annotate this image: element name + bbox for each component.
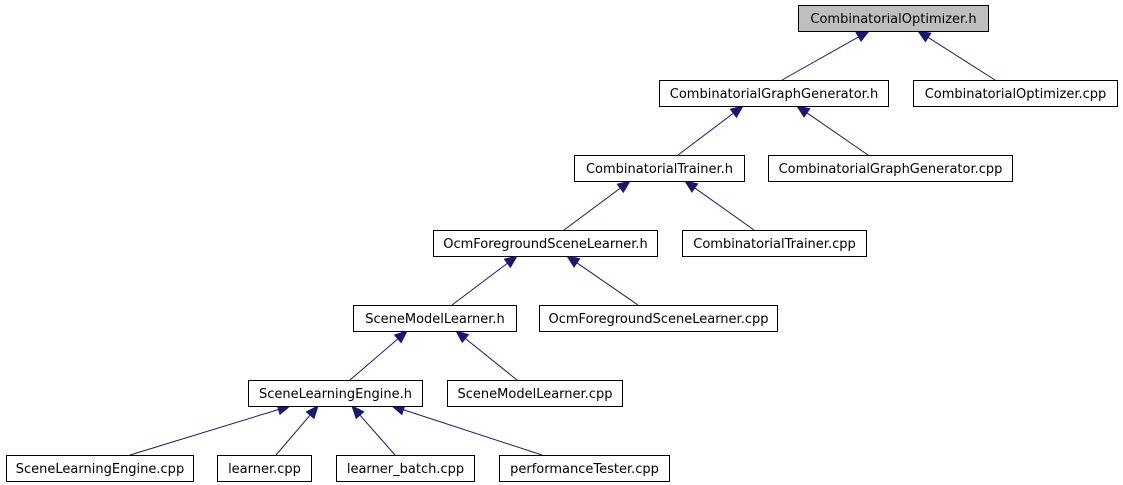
edge-arrowhead bbox=[565, 255, 581, 268]
edge-line bbox=[677, 112, 734, 156]
edge-arrowhead bbox=[454, 330, 470, 344]
edge-arrowhead bbox=[855, 30, 871, 43]
node-combinatorialgraphgenerator-h[interactable]: CombinatorialGraphGenerator.h bbox=[659, 80, 889, 107]
edge-line bbox=[694, 187, 755, 231]
node-combinatorialtrainer-cpp[interactable]: CombinatorialTrainer.cpp bbox=[682, 230, 867, 257]
node-label: OcmForegroundSceneLearner.cpp bbox=[549, 312, 769, 327]
edge-arrowhead bbox=[305, 405, 319, 420]
node-combinatorialoptimizer-cpp[interactable]: CombinatorialOptimizer.cpp bbox=[913, 80, 1118, 107]
edge-n-gen-h-to-n-opt-h bbox=[781, 30, 871, 81]
node-combinatorialgraphgenerator-cpp[interactable]: CombinatorialGraphGenerator.cpp bbox=[768, 155, 1013, 182]
edge-n-sle-h-to-n-sml-h bbox=[349, 330, 408, 381]
node-label: CombinatorialTrainer.cpp bbox=[693, 237, 855, 252]
edge-n-opt-cpp-to-n-opt-h bbox=[916, 30, 996, 81]
edge-n-sle-cpp-to-n-sle-h bbox=[129, 404, 292, 456]
edge-n-batch-cpp-to-n-sle-h bbox=[351, 405, 396, 456]
edge-line bbox=[465, 338, 518, 381]
node-ocmforegroundscenelearner-cpp[interactable]: OcmForegroundSceneLearner.cpp bbox=[539, 305, 778, 332]
edge-line bbox=[806, 112, 869, 156]
node-box[interactable] bbox=[217, 455, 312, 482]
edge-arrowhead bbox=[503, 255, 519, 269]
node-label: CombinatorialGraphGenerator.h bbox=[670, 87, 878, 102]
node-label: learner.cpp bbox=[228, 462, 301, 477]
node-label: SceneLearningEngine.h bbox=[259, 387, 412, 402]
node-label: performanceTester.cpp bbox=[510, 462, 659, 477]
nodes-layer: CombinatorialOptimizer.hCombinatorialGra… bbox=[6, 5, 1118, 482]
node-label: CombinatorialOptimizer.cpp bbox=[925, 87, 1107, 102]
node-box[interactable] bbox=[574, 155, 745, 182]
edge-n-gen-cpp-to-n-gen-h bbox=[795, 105, 869, 156]
node-box[interactable] bbox=[6, 455, 194, 482]
node-label: OcmForegroundSceneLearner.h bbox=[443, 237, 648, 252]
node-box[interactable] bbox=[682, 230, 867, 257]
node-label: CombinatorialOptimizer.h bbox=[810, 12, 976, 27]
edge-arrowhead bbox=[393, 330, 408, 344]
node-label: CombinatorialGraphGenerator.cpp bbox=[779, 162, 1003, 177]
node-box[interactable] bbox=[336, 455, 475, 482]
node-scenemodellearner-h[interactable]: SceneModelLearner.h bbox=[353, 305, 517, 332]
node-label: CombinatorialTrainer.h bbox=[586, 162, 733, 177]
node-learner-batch-cpp[interactable]: learner_batch.cpp bbox=[336, 455, 475, 482]
node-box[interactable] bbox=[768, 155, 1013, 182]
edge-line bbox=[275, 414, 311, 456]
node-box[interactable] bbox=[499, 455, 670, 482]
node-box[interactable] bbox=[433, 230, 658, 257]
node-label: learner_batch.cpp bbox=[347, 462, 464, 477]
edge-line bbox=[781, 36, 859, 81]
edge-line bbox=[576, 262, 639, 306]
edges-layer bbox=[129, 30, 996, 456]
node-label: SceneLearningEngine.cpp bbox=[16, 462, 184, 477]
edge-arrowhead bbox=[683, 180, 699, 193]
edge-arrowhead bbox=[351, 405, 365, 420]
node-box[interactable] bbox=[659, 80, 889, 107]
edge-n-sml-cpp-to-n-sml-h bbox=[454, 330, 518, 381]
edge-n-ocm-h-to-n-trainer-h bbox=[563, 180, 632, 231]
node-box[interactable] bbox=[913, 80, 1118, 107]
node-combinatorialtrainer-h[interactable]: CombinatorialTrainer.h bbox=[574, 155, 745, 182]
edge-n-trainer-cpp-to-n-trainer-h bbox=[683, 180, 755, 231]
node-box[interactable] bbox=[447, 380, 623, 407]
edge-line bbox=[927, 37, 996, 81]
edge-line bbox=[129, 409, 279, 456]
node-performancetester-cpp[interactable]: performanceTester.cpp bbox=[499, 455, 670, 482]
node-scenelearningengine-h[interactable]: SceneLearningEngine.h bbox=[248, 380, 423, 407]
node-box[interactable] bbox=[248, 380, 423, 407]
node-label: SceneModelLearner.cpp bbox=[458, 387, 613, 402]
edge-n-sml-h-to-n-ocm-h bbox=[451, 255, 519, 306]
edge-line bbox=[359, 414, 396, 456]
edge-n-ocm-cpp-to-n-ocm-h bbox=[565, 255, 639, 306]
edge-line bbox=[451, 262, 508, 306]
edge-n-trainer-h-to-n-gen-h bbox=[677, 105, 745, 156]
edge-n-learner-cpp-to-n-sle-h bbox=[275, 405, 319, 456]
edge-arrowhead bbox=[916, 30, 932, 43]
edge-line bbox=[563, 187, 621, 231]
node-scenelearningengine-cpp[interactable]: SceneLearningEngine.cpp bbox=[6, 455, 194, 482]
node-label: SceneModelLearner.h bbox=[365, 312, 505, 327]
edge-arrowhead bbox=[729, 105, 745, 119]
edge-n-perf-cpp-to-n-sle-h bbox=[390, 404, 543, 456]
node-learner-cpp[interactable]: learner.cpp bbox=[217, 455, 312, 482]
node-combinatorialoptimizer-h[interactable]: CombinatorialOptimizer.h bbox=[798, 5, 989, 32]
node-ocmforegroundscenelearner-h[interactable]: OcmForegroundSceneLearner.h bbox=[433, 230, 658, 257]
edge-arrowhead bbox=[795, 105, 811, 118]
node-box[interactable] bbox=[353, 305, 517, 332]
node-box[interactable] bbox=[539, 305, 778, 332]
edge-line bbox=[349, 338, 399, 381]
edge-line bbox=[403, 409, 543, 456]
node-scenemodellearner-cpp[interactable]: SceneModelLearner.cpp bbox=[447, 380, 623, 407]
edge-arrowhead bbox=[616, 180, 632, 194]
node-box[interactable] bbox=[798, 5, 989, 32]
